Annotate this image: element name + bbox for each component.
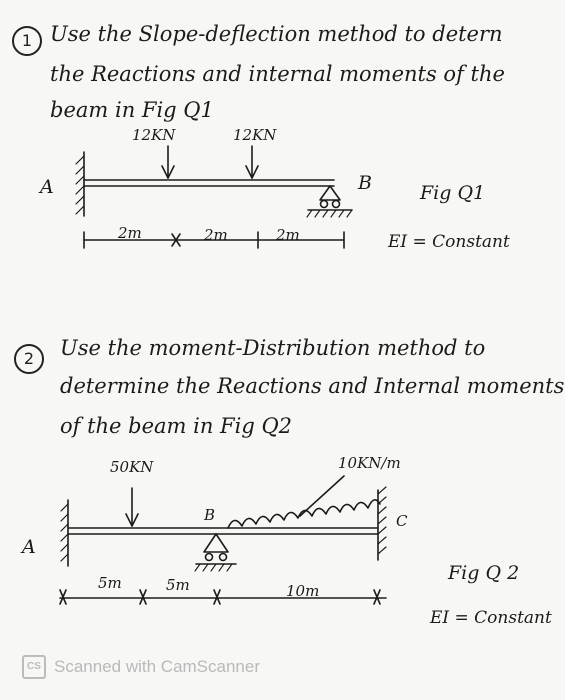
q1-support-a-label: A	[40, 176, 54, 198]
q2-text-line-3: of the beam in Fig Q2	[60, 414, 293, 438]
q2-support-a-label: A	[22, 536, 36, 558]
q1-point-load-right-arrow	[245, 145, 259, 179]
camscanner-text: Scanned with CamScanner	[54, 657, 261, 676]
q2-ei-note: EI = Constant	[430, 608, 552, 628]
question-1-number: 1	[12, 26, 42, 56]
q2-udl-curve	[227, 499, 381, 529]
q2-support-c-label: C	[396, 512, 408, 530]
q1-ei-note: EI = Constant	[388, 232, 510, 252]
q1-point-load-left-arrow	[161, 145, 175, 179]
q1-wall-hatching	[75, 155, 85, 215]
q2-udl-load-label: 10KN/m	[338, 454, 401, 472]
q1-text-line-3: beam in Fig Q1	[50, 98, 214, 122]
q2-wall-hatching-a	[60, 503, 69, 562]
q2-span-3-label: 10m	[286, 582, 320, 600]
q2-point-load-arrow	[125, 487, 139, 527]
q1-dimension-line	[83, 231, 345, 249]
q2-support-b-label: B	[204, 506, 216, 524]
q1-figure-label: Fig Q1	[420, 182, 486, 204]
q2-dimension-line	[59, 589, 387, 605]
q2-text-line-1: Use the moment-Distribution method to	[60, 336, 486, 360]
q2-roller-support-b	[194, 533, 237, 572]
q1-load-left-label: 12KN	[132, 126, 176, 144]
q1-load-right-label: 12KN	[233, 126, 277, 144]
q2-text-line-2: determine the Reactions and Internal mom…	[60, 374, 565, 398]
fig-q2-diagram	[59, 475, 387, 605]
camscanner-watermark: CS Scanned with CamScanner	[22, 655, 261, 679]
q2-span-2-label: 5m	[166, 576, 190, 594]
q1-text-line-2: the Reactions and internal moments of th…	[50, 62, 505, 86]
q1-text-line-1: Use the Slope-deflection method to deter…	[50, 22, 503, 46]
question-2-number: 2	[14, 344, 44, 374]
fig-q1-diagram	[75, 145, 353, 249]
q1-span-1-label: 2m	[118, 224, 142, 242]
q2-wall-hatching-c	[377, 486, 387, 555]
q1-roller-support-b	[306, 185, 353, 218]
camscanner-logo: CS	[22, 655, 46, 679]
q2-udl-leader	[299, 475, 345, 517]
q1-support-b-label: B	[358, 172, 372, 194]
q2-span-1-label: 5m	[98, 574, 122, 592]
q2-point-load-label: 50KN	[110, 458, 154, 476]
q2-figure-label: Fig Q 2	[448, 562, 520, 584]
